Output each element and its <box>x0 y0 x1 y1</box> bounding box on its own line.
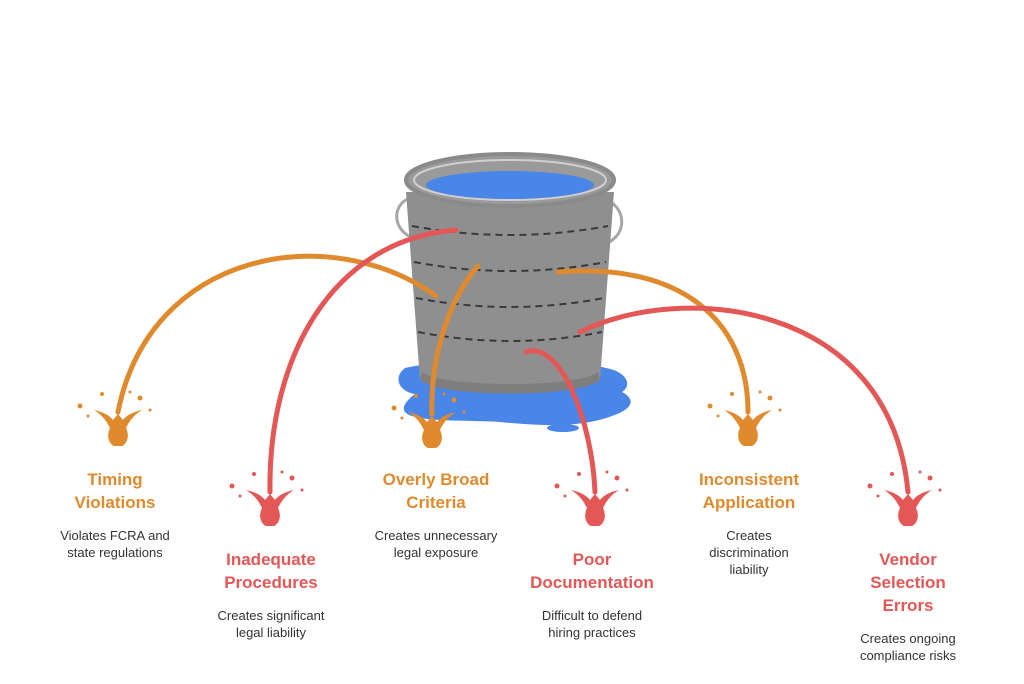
splash-icon <box>77 390 152 446</box>
leak-stream-application <box>555 268 751 415</box>
item-title: Timing Violations <box>74 470 156 512</box>
leak-stream-vendor <box>577 305 911 495</box>
item-title: Poor Documentation <box>530 550 654 592</box>
item-description: Creates significant legal liability <box>217 608 325 640</box>
bucket-water <box>426 171 594 199</box>
leak-stream-documentation <box>523 348 598 495</box>
leak-stream-procedures <box>267 227 459 495</box>
bucket-seams <box>411 225 609 342</box>
splash-icon <box>707 390 782 446</box>
item-title: Overly Broad Criteria <box>382 470 490 512</box>
item-vendor-selection-errors: Vendor Selection Errors Creates ongoing … <box>823 548 993 664</box>
item-poor-documentation: Poor Documentation Difficult to defend h… <box>507 548 677 641</box>
item-timing-violations: Timing Violations Violates FCRA and stat… <box>30 468 200 561</box>
item-description: Creates ongoing compliance risks <box>859 631 957 663</box>
item-description: Difficult to defend hiring practices <box>541 608 643 640</box>
item-description: Violates FCRA and state regulations <box>60 528 170 560</box>
bucket-body <box>406 192 614 394</box>
item-title: Inadequate Procedures <box>224 550 318 592</box>
splash-icon <box>867 470 942 526</box>
item-description: Creates unnecessary legal exposure <box>374 528 498 560</box>
item-title: Vendor Selection Errors <box>870 550 946 615</box>
item-inconsistent-application: Inconsistent Application Creates discrim… <box>664 468 834 578</box>
splashes <box>77 390 942 526</box>
splash-icon <box>554 470 629 526</box>
bucket <box>395 152 624 394</box>
leak-stream-timing <box>115 253 439 415</box>
leak-stream-criteria <box>429 263 481 417</box>
item-overly-broad-criteria: Overly Broad Criteria Creates unnecessar… <box>351 468 521 561</box>
item-description: Creates discrimination liability <box>709 528 789 577</box>
splash-icon <box>391 392 466 448</box>
splash-icon <box>229 470 304 526</box>
item-inadequate-procedures: Inadequate Procedures Creates significan… <box>186 548 356 641</box>
item-title: Inconsistent Application <box>698 470 800 512</box>
